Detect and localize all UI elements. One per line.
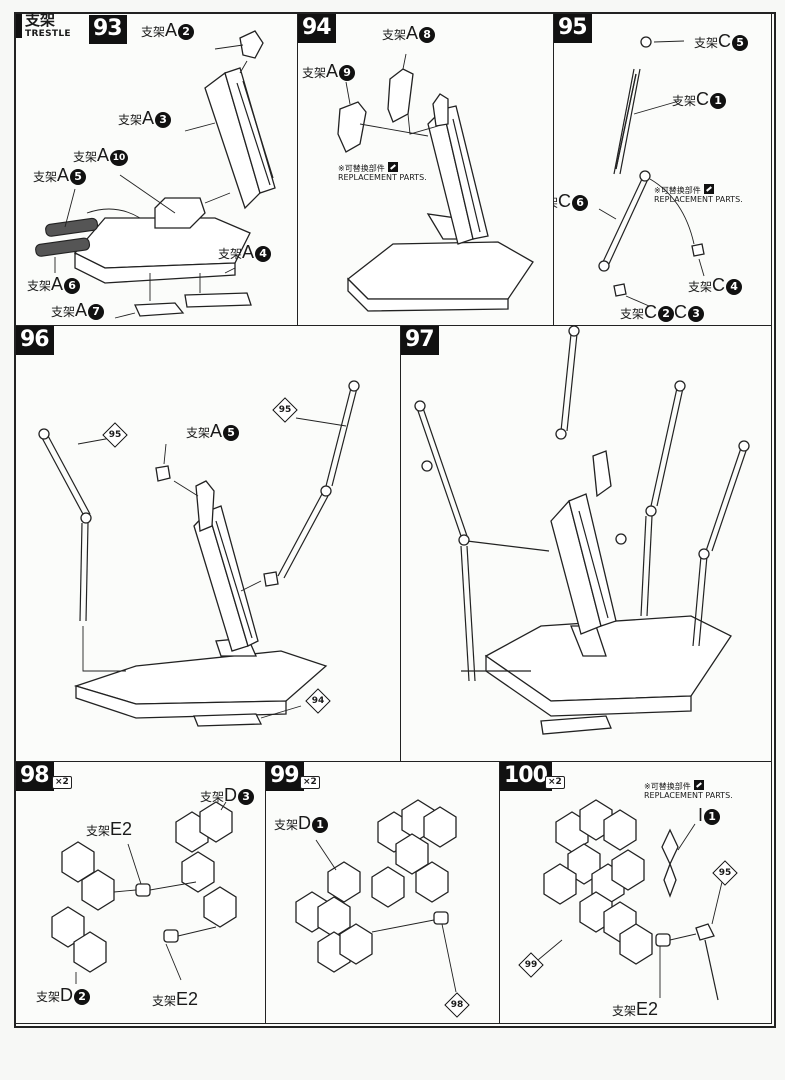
base-part bbox=[73, 650, 328, 705]
multiplier-badge: ×2 bbox=[545, 776, 565, 789]
label-e2: 支架E2 bbox=[612, 999, 659, 1019]
ref-step-95: 95 bbox=[102, 422, 128, 448]
header-bar bbox=[16, 14, 22, 38]
ref-step-98: 98 bbox=[444, 992, 470, 1018]
section-header: 支架 TRESTLE bbox=[16, 12, 90, 40]
part-a8 bbox=[387, 68, 414, 123]
base-edge bbox=[74, 251, 236, 284]
ref-step-99: 99 bbox=[518, 952, 544, 978]
foot-a7 bbox=[134, 302, 185, 317]
step-number: 97 bbox=[401, 326, 439, 355]
clip-c5 bbox=[640, 36, 652, 48]
step-98-drawing bbox=[51, 801, 237, 984]
step-number: 93 bbox=[89, 15, 127, 44]
label-e2: 支架E2 bbox=[86, 819, 133, 839]
step-93-drawing bbox=[35, 30, 276, 319]
base-edge bbox=[347, 277, 509, 312]
replacement-icon bbox=[703, 184, 714, 194]
step-number: 99 bbox=[266, 762, 304, 791]
joint-c6 bbox=[639, 170, 651, 182]
replacement-icon bbox=[387, 162, 398, 172]
step-94-drawing bbox=[337, 53, 534, 312]
part-a9 bbox=[337, 101, 367, 153]
step-100-drawing bbox=[537, 799, 723, 1001]
ref-step-95: 95 bbox=[712, 860, 738, 886]
step-97-drawing bbox=[414, 326, 750, 735]
step-number: 95 bbox=[554, 14, 592, 43]
step-number: 96 bbox=[16, 326, 54, 355]
arm-a6 bbox=[35, 237, 91, 257]
part-i1 bbox=[661, 828, 679, 866]
pillar-top bbox=[195, 480, 215, 532]
part-c2c3 bbox=[613, 283, 627, 297]
base-part bbox=[347, 241, 534, 300]
arm-a5 bbox=[45, 217, 99, 237]
section-title-en: TRESTLE bbox=[25, 29, 71, 39]
clip-a5 bbox=[155, 465, 171, 482]
foot-bar bbox=[193, 713, 263, 727]
label-e2: 支架E2 bbox=[152, 989, 199, 1009]
label-c6: 支架C6 bbox=[554, 192, 589, 212]
base-edge bbox=[75, 685, 287, 719]
step-95-drawing bbox=[598, 36, 705, 307]
section-title-cn: 支架 bbox=[25, 11, 56, 29]
replacement-icon bbox=[693, 780, 704, 790]
ref-step-94: 94 bbox=[305, 688, 331, 714]
multiplier-badge: ×2 bbox=[300, 776, 320, 789]
ref-step-95: 95 bbox=[272, 397, 298, 423]
step-number: 94 bbox=[298, 14, 336, 43]
part-c4 bbox=[691, 243, 705, 257]
top-clip-part bbox=[239, 30, 264, 59]
pillar-top bbox=[432, 93, 449, 127]
step-number: 100 bbox=[500, 762, 552, 791]
base-socket bbox=[154, 197, 206, 229]
instruction-sheet bbox=[14, 12, 776, 1028]
foot-bar bbox=[540, 715, 612, 735]
foot-a4 bbox=[184, 292, 252, 308]
step-96-drawing bbox=[38, 380, 360, 727]
step-97-panel: 97 bbox=[400, 325, 772, 762]
figure-top bbox=[592, 450, 612, 498]
multiplier-badge: ×2 bbox=[52, 776, 72, 789]
step-number: 98 bbox=[16, 762, 54, 791]
step-99-drawing bbox=[295, 799, 457, 993]
